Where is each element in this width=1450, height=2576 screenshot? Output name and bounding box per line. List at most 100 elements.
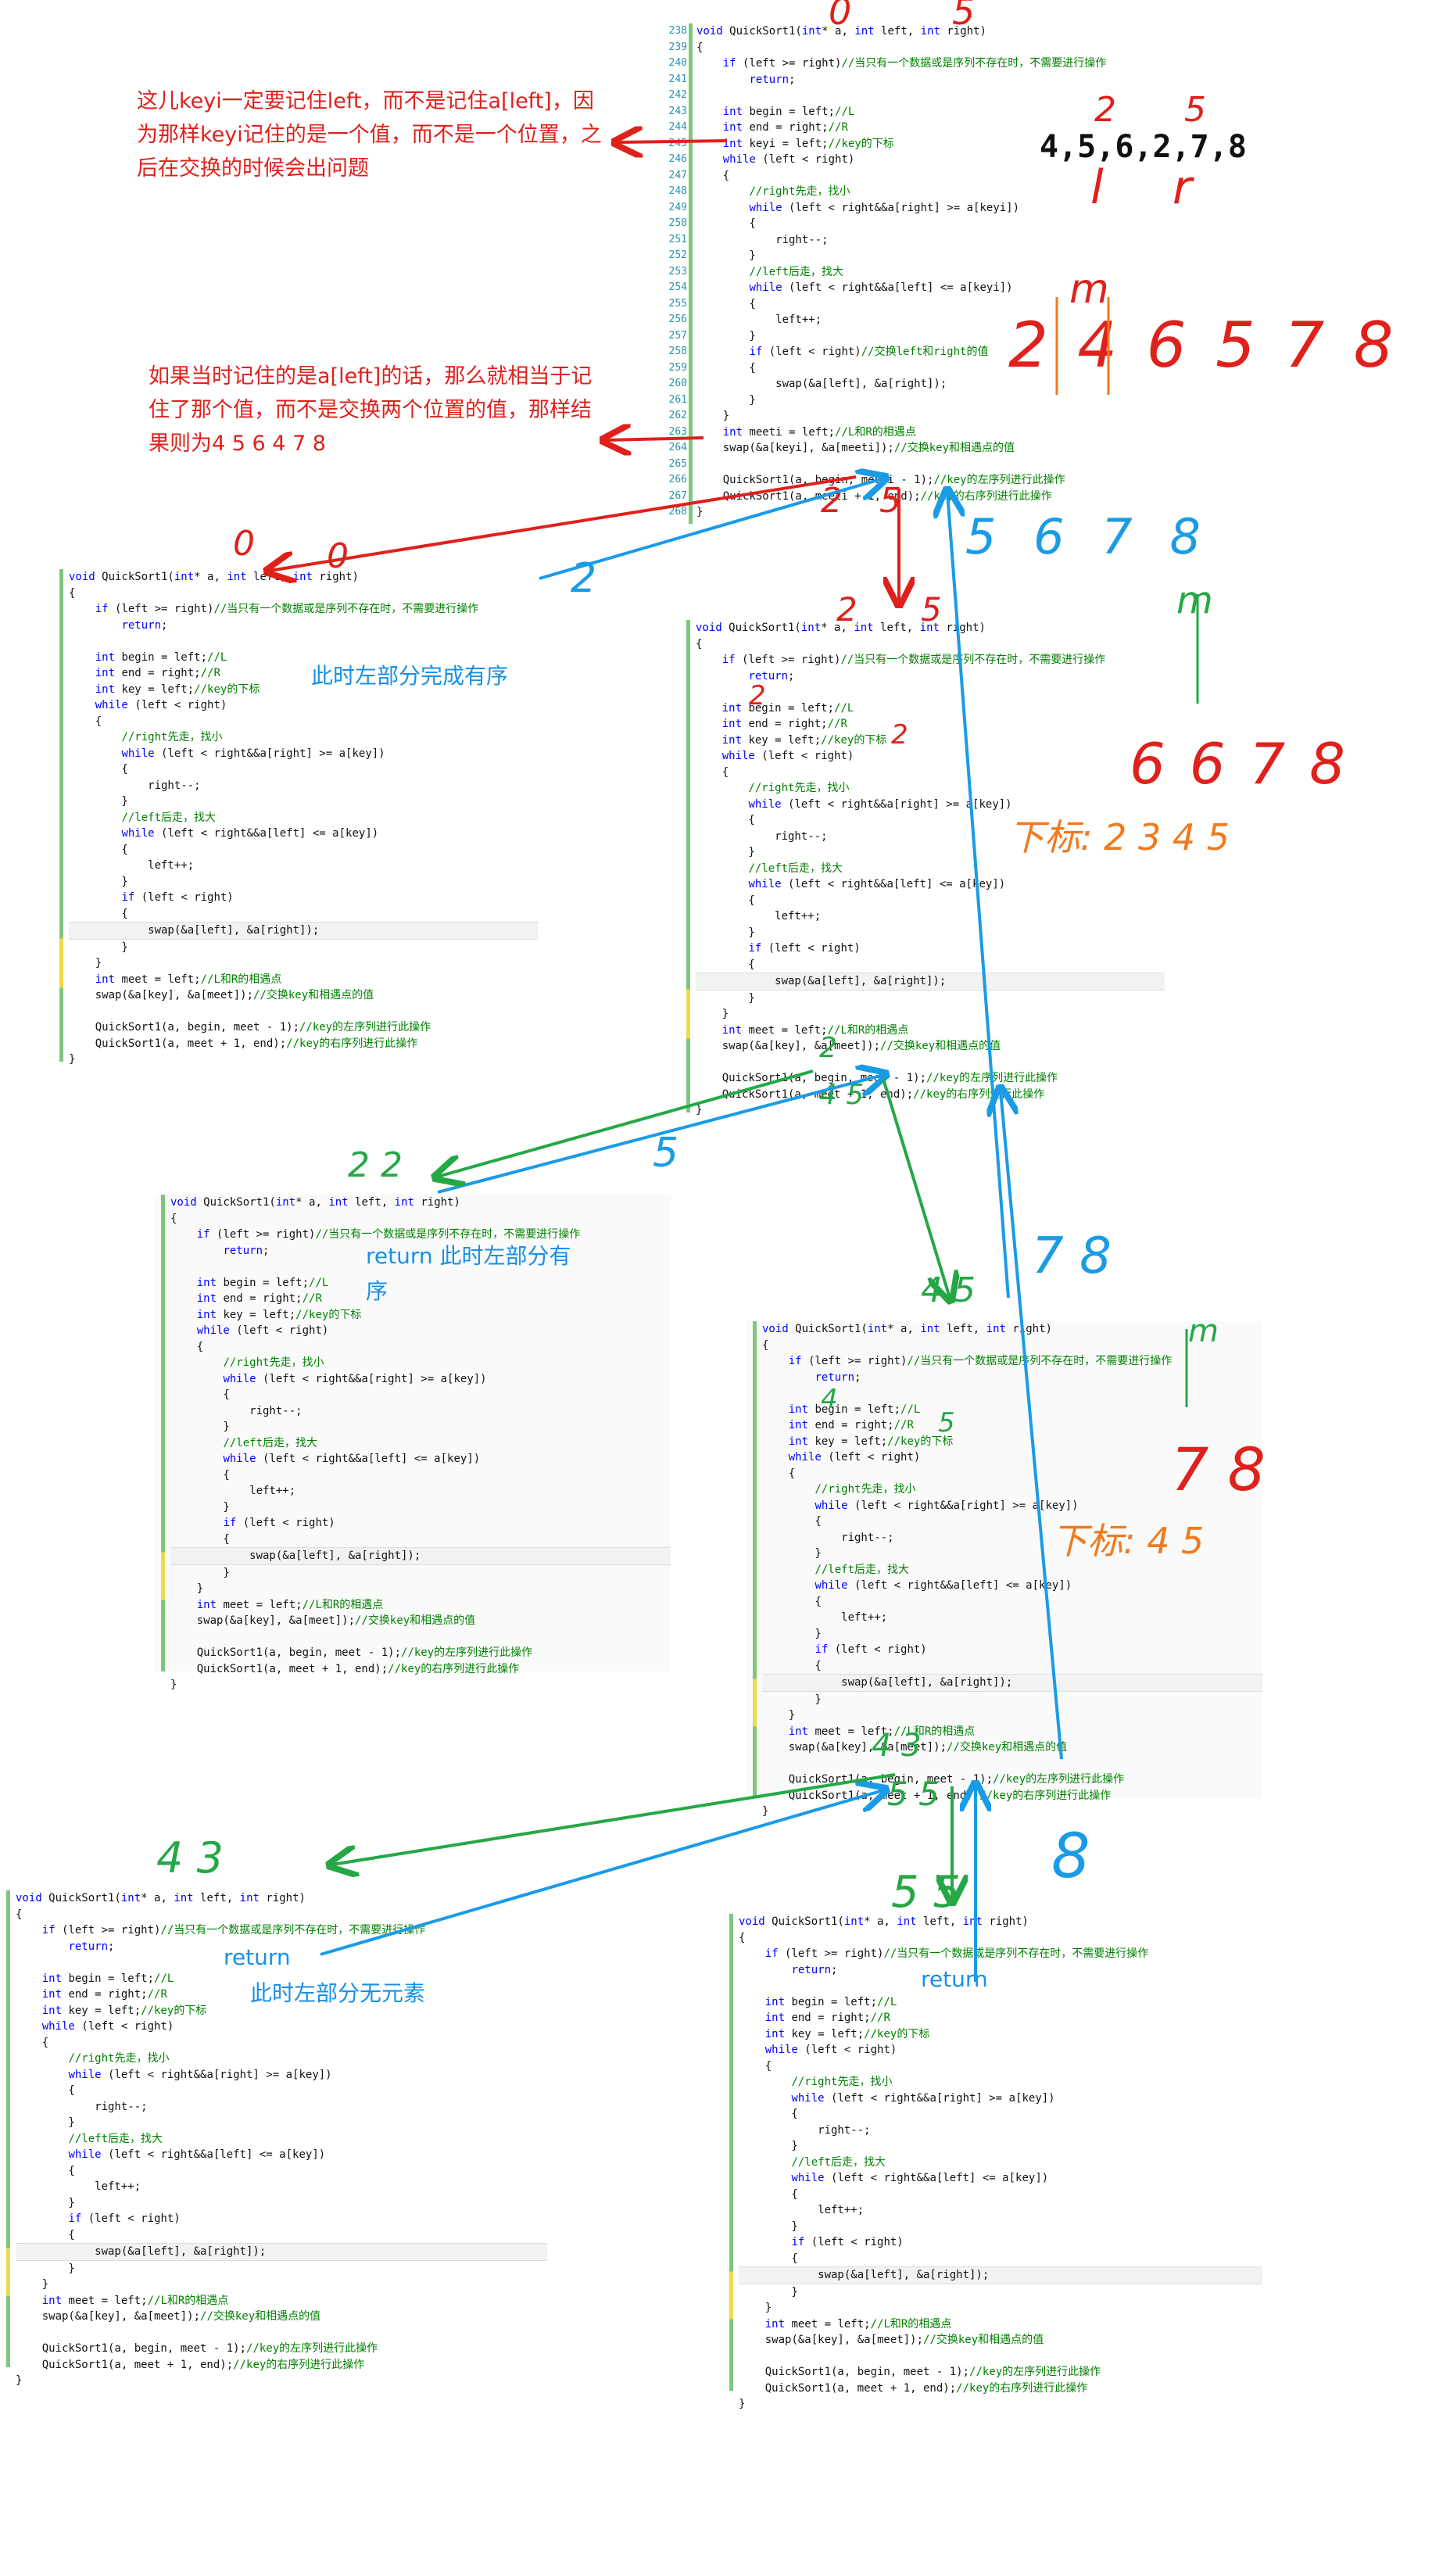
line-number: 263 [668, 425, 687, 438]
code-line: int key = left;//key的下标 [721, 733, 887, 747]
code-line: { [739, 2187, 798, 2201]
code-line: //right先走，找小 [749, 185, 850, 198]
code-line: QuickSort1(a, begin, meet - 1);//key的左序列… [16, 2342, 378, 2355]
hw-green-4: 4 [821, 1384, 838, 1415]
line-number: 265 [668, 457, 687, 470]
line-number: 264 [668, 442, 687, 453]
code-line: return; [749, 73, 796, 86]
hw-sub-2c: 2 [891, 719, 908, 751]
line-number: 244 [668, 121, 687, 133]
code-panel-bottom-right: void QuickSort1(int* a, int left, int ri… [723, 1914, 1262, 2410]
code-line: QuickSort1(a, begin, meet - 1);//key的左序列… [170, 1646, 533, 1659]
code-line: while (left < right&&a[left] <= a[key]) [68, 2148, 326, 2161]
code-line: swap(&a[left], &a[right]); [170, 1547, 671, 1565]
hw-red-2b: 2 [836, 590, 857, 629]
keyi-note: 这儿keyi一定要记住left，而不是记住a[left]，因为那样keyi记住的… [137, 89, 602, 181]
code-line: } [16, 2374, 23, 2387]
code-line: } [696, 410, 730, 422]
code-line: while (left < right) [722, 153, 855, 166]
code-line: swap(&a[left], &a[right]); [69, 922, 538, 940]
hw-right-78: 7 8 [1171, 1435, 1266, 1504]
code-line: swap(&a[left], &a[right]); [16, 2243, 547, 2261]
code-line: while (left < right&&a[right] >= a[key]) [121, 747, 385, 760]
code-line: { [69, 586, 76, 600]
code-line: right--; [696, 829, 828, 843]
code-line: while (left < right&&a[left] <= a[key]) [791, 2172, 1049, 2184]
code-lines: void QuickSort1(int* a, int left, int ri… [170, 1195, 671, 1691]
code-line: left++; [762, 1611, 888, 1624]
code-line: int key = left;//key的下标 [764, 2027, 930, 2040]
code-line: } [170, 1679, 177, 1691]
line-number: 250 [668, 217, 687, 229]
code-line: int meet = left;//L和R的相遇点 [788, 1725, 976, 1738]
code-line: while (left < right&&a[right] >= a[keyi]… [749, 201, 1020, 214]
code-line: int begin = left;//L [788, 1403, 921, 1416]
code-line: int end = right;//R [722, 121, 848, 134]
code-line: { [16, 2036, 49, 2049]
hw-digits-5678: 6 6 7 8 [1130, 731, 1348, 797]
code-lines: void QuickSort1(int* a, int left, int ri… [762, 1321, 1262, 1818]
hw-r: r [1173, 160, 1192, 215]
code-line: { [762, 1338, 769, 1352]
code-line: int key = left;//key的下标 [95, 683, 260, 696]
code-line: { [69, 715, 102, 728]
code-line: if (left < right) [121, 891, 234, 904]
line-number: 254 [668, 281, 687, 293]
code-line: int key = left;//key的下标 [41, 2004, 207, 2017]
code-line: if (left >= right)//当只有一个数据或是序列不存在时，不需要进… [41, 1924, 426, 1936]
code-line: { [170, 1340, 204, 1353]
code-line: { [170, 1532, 230, 1546]
hw-blue-5b: 5 [653, 1130, 679, 1177]
code-line: int begin = left;//L [764, 1995, 897, 2008]
code-line: { [696, 894, 755, 907]
code-line: int begin = left;//L [41, 1972, 174, 1985]
arrow-left-done [539, 478, 883, 580]
line-number: 259 [668, 361, 687, 374]
arrow-green-left [438, 1069, 814, 1177]
code-line: return; [748, 669, 795, 683]
hw-blue-78: 7 8 [1032, 1227, 1112, 1285]
hw-blue-5678: 5 6 7 8 [965, 508, 1212, 565]
code-line: return; [68, 1940, 115, 1953]
line-number: 255 [668, 297, 687, 310]
code-panel-left-2: void QuickSort1(int* a, int left, int ri… [155, 1195, 671, 1691]
code-line: { [16, 2228, 75, 2241]
code-line: //right先走，找小 [791, 2076, 893, 2088]
code-line: } [170, 1566, 230, 1579]
code-line: { [762, 1659, 822, 1672]
code-line: QuickSort1(a, begin, meet - 1);//key的左序列… [762, 1773, 1125, 1786]
code-line: while (left < right&&a[left] <= a[key]) [748, 878, 1006, 890]
code-line: } [739, 2398, 746, 2410]
code-line: while (left < right&&a[left] <= a[keyi]) [749, 281, 1013, 294]
left-done-note: 此时左部分完成有序 [311, 663, 509, 689]
code-line: } [16, 2196, 75, 2209]
code-line: while (left < right) [788, 1451, 921, 1464]
code-line: } [762, 1709, 796, 1722]
code-line: { [762, 1515, 822, 1528]
code-line: int begin = left;//L [722, 105, 855, 118]
code-line: { [696, 765, 729, 779]
code-line: if (left < right) [815, 1643, 927, 1656]
hw-sub-2: 2 [749, 680, 766, 711]
code-line: if (left < right) [223, 1517, 335, 1529]
code-line: QuickSort1(a, begin, meet - 1);//key的左序列… [69, 1021, 431, 1034]
code-line: { [696, 297, 756, 310]
code-line: } [170, 1582, 204, 1595]
line-number: 238 [668, 25, 687, 37]
code-line: int keyi = left;//key的下标 [722, 137, 894, 150]
code-line: right--; [170, 1404, 303, 1417]
change-marker [753, 1321, 757, 1798]
code-line: } [696, 926, 755, 939]
hw-green-43: 4 3 [872, 1728, 922, 1764]
hw-index-0: 0 [829, 0, 852, 33]
code-line: swap(&a[key], &a[meet]);//交换key和相遇点的值 [739, 2334, 1044, 2346]
hw-blue-8: 8 [1051, 1822, 1090, 1892]
code-line: return; [121, 618, 168, 632]
code-line: if (left >= right)//当只有一个数据或是序列不存在时，不需要进… [722, 57, 1107, 70]
hw-m-right: m [1176, 579, 1213, 622]
code-line: } [696, 991, 755, 1005]
code-line: if (left >= right)//当只有一个数据或是序列不存在时，不需要进… [788, 1355, 1173, 1367]
code-line: while (left < right&&a[right] >= a[key]) [791, 2091, 1055, 2105]
code-line: } [739, 2220, 798, 2233]
